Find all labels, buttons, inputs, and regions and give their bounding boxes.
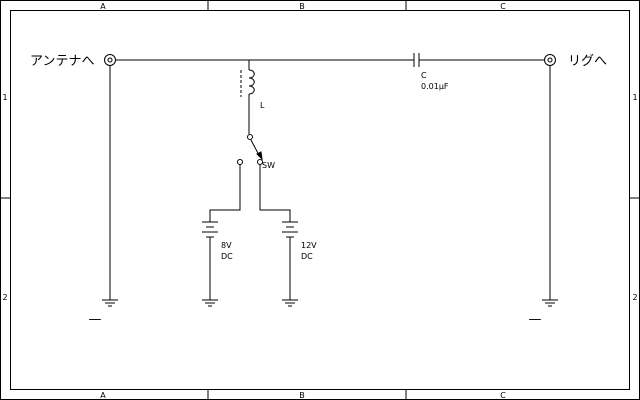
battery-8v-voltage: 8V <box>221 241 232 250</box>
inductor-symbol <box>240 60 255 134</box>
zone-label-top-b: B <box>299 2 305 11</box>
capacitor-symbol <box>413 53 420 67</box>
battery-12v-icon <box>282 221 298 300</box>
ground-mark-right: — <box>529 312 542 327</box>
zone-label-top-a: A <box>100 2 106 11</box>
ground-mark-left: — <box>89 312 102 327</box>
switch-symbol <box>237 134 263 165</box>
zone-label-left-2: 2 <box>2 293 7 302</box>
ground-icon <box>102 299 118 307</box>
zone-label-bottom-a: A <box>100 391 106 400</box>
battery-12v-type: DC <box>301 252 313 261</box>
ground-icon <box>282 299 298 307</box>
inner-frame <box>10 10 630 390</box>
rig-connector-icon <box>544 54 556 66</box>
zone-label-right-1: 1 <box>632 93 637 102</box>
zone-label-top-c: C <box>500 2 506 11</box>
antenna-connector-icon <box>104 54 116 66</box>
battery-8v-icon <box>202 221 218 300</box>
rig-terminal-label: リグへ <box>568 54 607 69</box>
ground-icon <box>202 299 218 307</box>
capacitor-ref-label: C <box>421 71 427 80</box>
zone-label-bottom-b: B <box>299 391 305 400</box>
zone-label-bottom-c: C <box>500 391 506 400</box>
battery-12v-voltage: 12V <box>301 241 317 250</box>
switch-ref-label: SW <box>262 161 275 170</box>
inductor-ref-label: L <box>260 101 265 110</box>
zone-label-left-1: 1 <box>2 93 7 102</box>
battery-8v-type: DC <box>221 252 233 261</box>
capacitor-value-label: 0.01μF <box>421 82 449 91</box>
ground-icon <box>542 299 558 307</box>
zone-label-right-2: 2 <box>632 293 637 302</box>
antenna-terminal-label: アンテナへ <box>30 54 94 69</box>
battery-wiring <box>209 165 291 222</box>
